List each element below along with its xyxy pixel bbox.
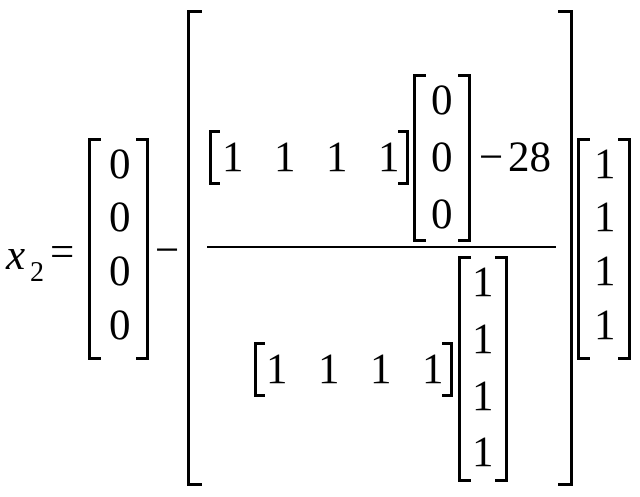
denominator-row-entry: 1 xyxy=(318,346,340,393)
direction-vector-entry: 1 xyxy=(594,194,616,241)
denominator-column-entry: 1 xyxy=(472,373,494,420)
direction-vector-right-bracket xyxy=(618,138,631,360)
direction-vector-entry: 1 xyxy=(594,302,616,349)
denominator-row-left-bracket xyxy=(254,342,265,397)
big-right-bracket xyxy=(558,10,573,486)
numerator-column-right-bracket xyxy=(458,74,471,242)
numerator-row-entry: 1 xyxy=(222,134,244,181)
numerator-column-left-bracket xyxy=(413,74,426,242)
fraction-bar xyxy=(207,246,556,248)
denominator-row-entry: 1 xyxy=(422,346,444,393)
direction-vector-entry: 1 xyxy=(594,141,616,188)
big-left-bracket xyxy=(187,10,202,486)
numerator-row-left-bracket xyxy=(209,130,220,185)
equals-sign: = xyxy=(50,229,75,276)
x1-vector-entry: 0 xyxy=(109,141,131,188)
direction-vector-left-bracket xyxy=(577,138,590,360)
numerator-minus-sign: − xyxy=(479,134,504,181)
denominator-row-right-bracket xyxy=(442,342,453,397)
denominator-column-entry: 1 xyxy=(472,316,494,363)
numerator-row-entry: 1 xyxy=(274,134,296,181)
numerator-constant: 28 xyxy=(508,134,551,181)
denominator-column-entry: 1 xyxy=(472,429,494,476)
x1-vector-entry: 0 xyxy=(109,194,131,241)
denominator-column-entry: 1 xyxy=(472,259,494,306)
direction-vector-entry: 1 xyxy=(594,248,616,295)
lhs-subscript: 2 xyxy=(30,257,44,288)
denominator-row-entry: 1 xyxy=(370,346,392,393)
numerator-row-entry: 1 xyxy=(378,134,400,181)
numerator-column-entry: 0 xyxy=(431,134,453,181)
numerator-column-entry: 0 xyxy=(431,77,453,124)
x1-vector-right-bracket xyxy=(136,138,149,360)
numerator-row-right-bracket xyxy=(398,130,409,185)
x1-vector-entry: 0 xyxy=(109,302,131,349)
minus-sign: − xyxy=(155,227,180,274)
lhs-variable: x xyxy=(6,232,26,279)
denominator-row-entry: 1 xyxy=(266,346,288,393)
x1-vector-entry: 0 xyxy=(109,248,131,295)
denominator-column-right-bracket xyxy=(495,256,508,482)
x1-vector-left-bracket xyxy=(88,138,101,360)
numerator-column-entry: 0 xyxy=(431,191,453,238)
numerator-row-entry: 1 xyxy=(326,134,348,181)
denominator-column-left-bracket xyxy=(458,256,471,482)
